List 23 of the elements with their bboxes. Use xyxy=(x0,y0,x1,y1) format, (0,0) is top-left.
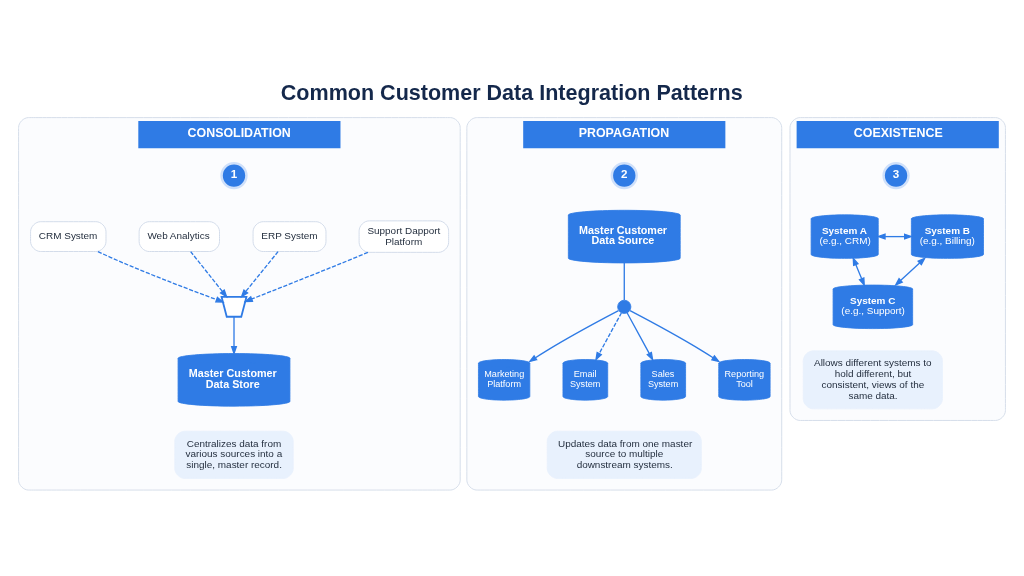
node-box: Web Analytics xyxy=(138,220,220,252)
node-box: Support Dapport Platform xyxy=(358,219,450,253)
node-box: ERP System xyxy=(252,220,327,252)
arrow xyxy=(595,311,622,361)
arrow xyxy=(629,309,721,362)
node-box: CRM System xyxy=(30,220,107,252)
node-circle: 2 xyxy=(610,161,638,189)
node-circle: 1 xyxy=(220,161,248,189)
arrow xyxy=(240,250,279,298)
arrow xyxy=(852,256,865,287)
arrow xyxy=(894,256,927,286)
arrow xyxy=(190,250,228,298)
arrow xyxy=(626,311,654,361)
node-circle xyxy=(617,299,632,314)
diagram-title: Common Customer Data Integration Patterns xyxy=(280,80,743,105)
arrow xyxy=(876,232,914,240)
connector xyxy=(623,261,625,301)
arrow xyxy=(528,309,620,362)
node-funnel xyxy=(220,295,248,318)
node-circle: 3 xyxy=(882,161,910,189)
arrow xyxy=(243,251,369,302)
arrow xyxy=(230,315,238,355)
arrow xyxy=(97,250,225,303)
